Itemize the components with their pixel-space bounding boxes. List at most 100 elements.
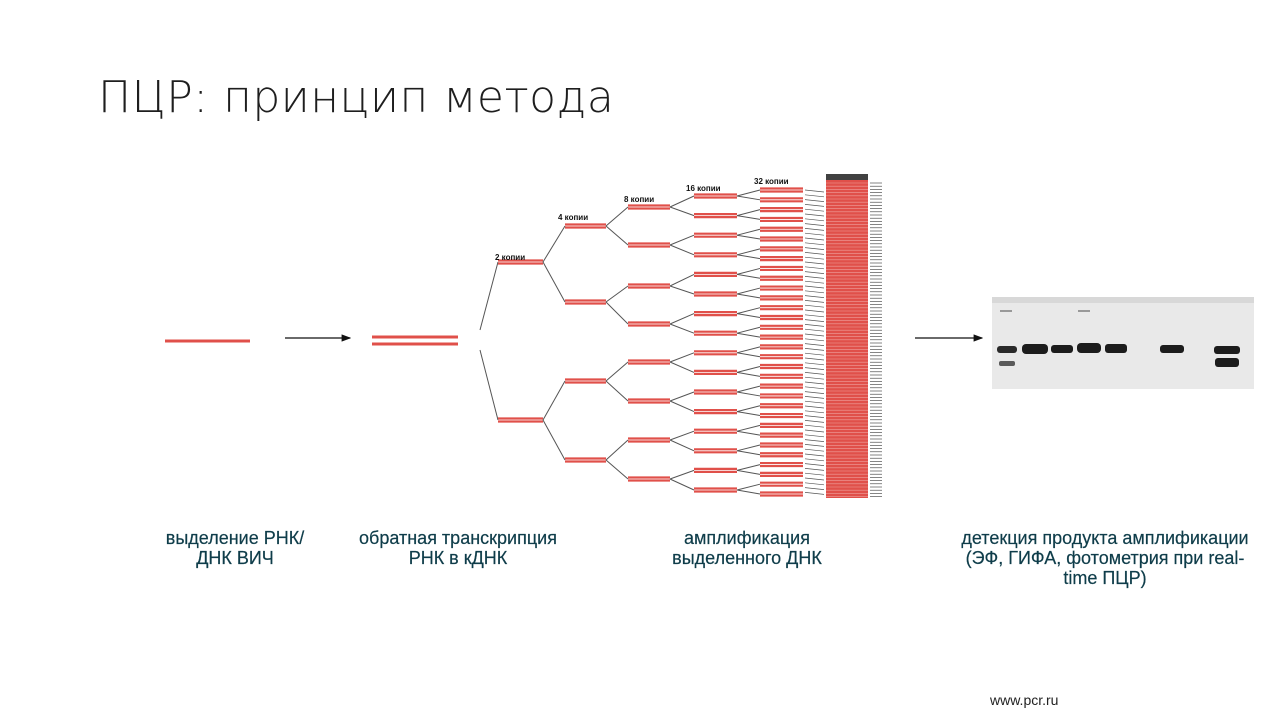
- branch-line: [804, 468, 825, 471]
- branch-line: [804, 223, 825, 226]
- branch-line: [804, 463, 825, 466]
- branch-line: [804, 252, 825, 255]
- branch-line: [669, 285, 695, 295]
- branch-line: [804, 271, 825, 274]
- branch-line: [804, 352, 825, 356]
- branch-line: [669, 206, 695, 217]
- branch-line: [804, 487, 825, 490]
- branch-line: [479, 261, 499, 331]
- branch-line: [669, 244, 695, 256]
- branch-line: [804, 348, 825, 351]
- branch-line: [736, 346, 761, 354]
- branch-line: [736, 483, 761, 491]
- branch-line: [736, 287, 761, 295]
- branch-line: [804, 295, 825, 298]
- branch-line: [804, 290, 825, 294]
- branch-line: [542, 261, 566, 303]
- label-2-copies: 2 копии: [495, 253, 525, 262]
- caption-detection: детекция продукта амплификации (ЭФ, ГИФА…: [961, 528, 1249, 588]
- branch-line: [736, 444, 761, 452]
- branch-line: [804, 309, 825, 313]
- branch-line: [605, 361, 629, 382]
- branch-line: [736, 209, 761, 217]
- branch-line: [804, 472, 825, 476]
- branch-line: [804, 276, 825, 279]
- caption-amplification: амплификация выделенного ДНК: [672, 528, 822, 568]
- branch-line: [804, 237, 825, 241]
- gel-band: [1160, 345, 1184, 353]
- gel-band: [1051, 345, 1073, 353]
- branch-line: [804, 367, 825, 370]
- branch-line: [804, 256, 825, 260]
- branch-line: [736, 248, 761, 256]
- branch-line: [736, 405, 761, 413]
- branch-line: [736, 326, 761, 334]
- branch-line: [804, 300, 825, 303]
- branch-line: [804, 228, 825, 231]
- branch-line: [736, 189, 761, 197]
- branch-line: [804, 386, 825, 390]
- branch-line: [804, 458, 825, 462]
- label-16-copies: 16 копии: [686, 184, 721, 193]
- branch-line: [804, 420, 825, 423]
- caption-reverse-transcription: обратная транскрипция РНК в кДНК: [359, 528, 557, 568]
- branch-line: [804, 405, 825, 409]
- branch-line: [804, 424, 825, 428]
- branch-line: [804, 492, 825, 495]
- branch-line: [736, 450, 761, 456]
- amplified-mass-texture: [804, 182, 882, 497]
- branch-line: [804, 362, 825, 366]
- branch-line: [605, 206, 629, 227]
- branch-line: [669, 361, 695, 373]
- amplification-tree: [479, 187, 803, 497]
- gel-band: [1077, 343, 1101, 353]
- branch-line: [736, 273, 761, 279]
- branch-line: [669, 430, 695, 441]
- branch-line: [736, 366, 761, 373]
- gel-well: [1000, 310, 1012, 312]
- branch-line: [669, 400, 695, 413]
- label-4-copies: 4 копии: [558, 213, 588, 222]
- branch-line: [479, 349, 499, 421]
- branch-line: [804, 338, 825, 342]
- branch-line: [542, 380, 566, 421]
- branch-line: [804, 204, 825, 207]
- branch-line: [669, 352, 695, 363]
- branch-line: [804, 218, 825, 222]
- branch-line: [804, 477, 825, 481]
- branch-line: [736, 464, 761, 471]
- label-32-copies: 32 копии: [754, 177, 789, 186]
- branch-line: [804, 448, 825, 452]
- branch-line: [669, 273, 695, 287]
- branch-line: [804, 482, 825, 486]
- branch-line: [804, 444, 825, 447]
- gel-band: [1215, 358, 1239, 367]
- branch-line: [736, 215, 761, 220]
- branch-line: [669, 469, 695, 480]
- branch-line: [804, 324, 825, 327]
- branch-line: [804, 266, 825, 270]
- gel-band: [997, 346, 1017, 353]
- gel-band: [1022, 344, 1048, 354]
- branch-line: [804, 328, 825, 332]
- gel-image: [992, 297, 1254, 389]
- branch-line: [804, 314, 825, 318]
- branch-line: [736, 313, 761, 318]
- branch-line: [804, 400, 825, 404]
- branch-line: [804, 415, 825, 418]
- branch-line: [736, 352, 761, 358]
- branch-line: [736, 391, 761, 397]
- branch-line: [605, 301, 629, 325]
- branch-line: [736, 254, 761, 260]
- branch-line: [804, 439, 825, 442]
- branch-line: [804, 429, 825, 433]
- caption-isolation: выделение РНК/ ДНК ВИЧ: [165, 528, 305, 568]
- branch-line: [736, 228, 761, 236]
- branch-line: [804, 381, 825, 385]
- branch-line: [736, 430, 761, 436]
- branch-line: [736, 195, 761, 201]
- gel-band: [1214, 346, 1240, 354]
- branch-line: [804, 280, 825, 284]
- branch-line: [736, 307, 761, 315]
